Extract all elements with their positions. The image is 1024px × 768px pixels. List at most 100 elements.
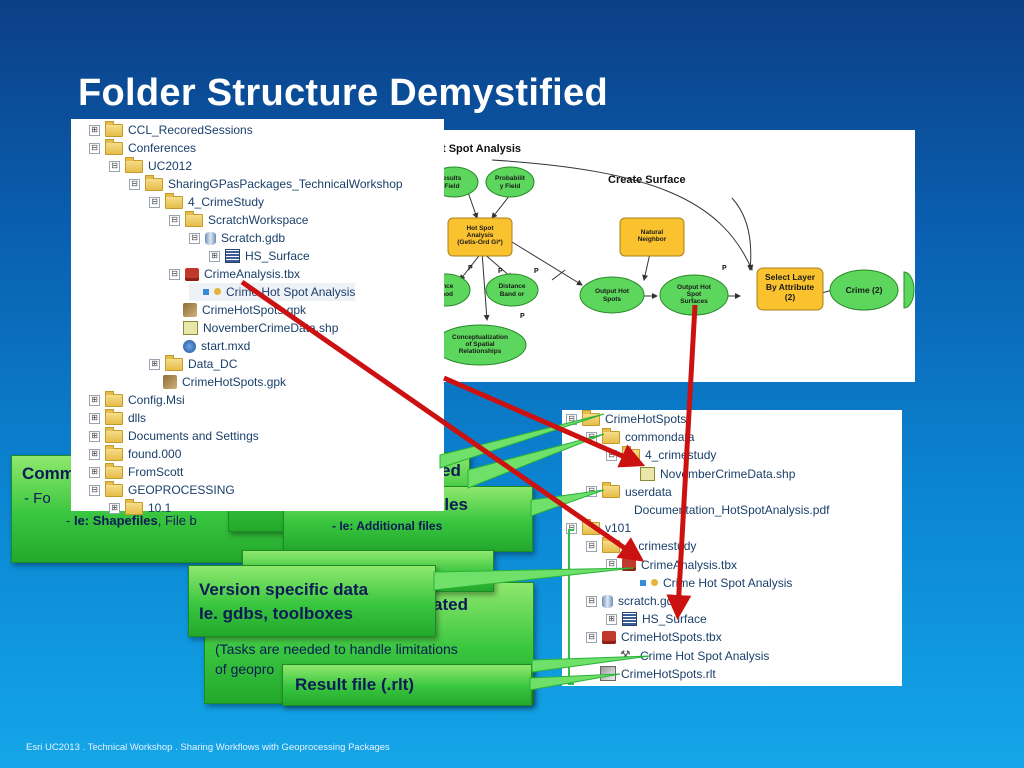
collapse-icon[interactable]: ⊟	[586, 431, 597, 443]
tree-item[interactable]: Documentation_HotSpotAnalysis.pdf	[606, 501, 829, 519]
tree-item[interactable]: CrimeHotSpots.gpk	[149, 373, 286, 391]
model-icon	[640, 578, 658, 588]
tree-item[interactable]: ⊟4_crimestudy	[586, 536, 696, 555]
collapse-icon[interactable]: ⊟	[606, 559, 617, 571]
tree-item-label: Conferences	[128, 141, 197, 155]
surfaces-label-3: Surfaces	[680, 298, 708, 305]
tree-item-label: Crime Hot Spot Analysis	[226, 285, 356, 299]
tree-item[interactable]: ⊞FromScott	[89, 462, 183, 481]
expand-icon[interactable]: ⊞	[209, 250, 220, 262]
tree-item[interactable]: ⊟GEOPROCESSING	[89, 480, 235, 499]
collapse-icon[interactable]: ⊟	[586, 540, 597, 552]
expand-icon[interactable]: ⊞	[89, 412, 100, 424]
folder-icon	[105, 426, 123, 443]
probability-field-label-1: Probabilit	[495, 175, 526, 182]
collapse-icon[interactable]: ⊟	[586, 631, 597, 643]
tree-item-label: v101	[605, 521, 632, 536]
tree-item[interactable]: ⊞dlls	[89, 408, 146, 427]
tree-item-label: scratch.gdb	[618, 594, 681, 608]
tree-item[interactable]: ⊟userdata	[586, 482, 672, 501]
common-callout-bullet: - Fo	[24, 490, 51, 507]
tree-item[interactable]: ⊞Documents and Settings	[89, 426, 259, 445]
folder-icon	[582, 518, 600, 535]
tree-item[interactable]: CrimeHotSpots.rlt	[586, 665, 716, 683]
collapse-icon[interactable]: ⊟	[586, 486, 597, 498]
svg-text:Hot SpotAnalysis(Getis-Ord Gi*: Hot SpotAnalysis(Getis-Ord Gi*)	[457, 225, 503, 246]
expand-icon[interactable]: ⊞	[109, 502, 120, 514]
p-label: P	[498, 268, 503, 275]
folder-icon	[602, 427, 620, 444]
tree-item[interactable]: ⊟ Conferences	[89, 138, 197, 157]
tasks-callout-line1: (Tasks are needed to handle limitations	[215, 641, 458, 657]
tree-item[interactable]: ⊟ScratchWorkspace	[169, 210, 308, 229]
natural-neighbor-label-1: Natural	[641, 229, 664, 236]
collapse-icon[interactable]: ⊟	[606, 449, 617, 461]
collapse-icon[interactable]: ⊟	[586, 595, 597, 607]
tree-item[interactable]: ⊟CrimeHotSpots	[566, 409, 686, 428]
select-layer-label-1: Select Layer	[765, 272, 816, 282]
collapse-icon[interactable]: ⊟	[89, 484, 100, 496]
tree-item-label: start.mxd	[201, 339, 251, 353]
expand-icon[interactable]: ⊞	[89, 394, 100, 406]
tree-item[interactable]: ⊞10.1	[109, 498, 171, 517]
tree-item-label: found.000	[128, 447, 182, 461]
hot-spot-label-2: Analysis	[467, 232, 494, 239]
expand-icon[interactable]: ⊞	[89, 124, 100, 136]
tree-item[interactable]: ⊟4_crimestudy	[606, 445, 716, 464]
expand-icon[interactable]: ⊞	[89, 430, 100, 442]
expand-icon[interactable]: ⊞	[89, 466, 100, 478]
expand-icon[interactable]: ⊞	[606, 613, 617, 625]
tree-item[interactable]: ⊟ CrimeHotSpots.tbx	[586, 628, 722, 646]
tree-item[interactable]: ⊞CCL_RecoredSessions	[89, 120, 253, 139]
collapse-icon[interactable]: ⊟	[189, 232, 200, 244]
tree-item[interactable]: ⊟4_CrimeStudy	[149, 192, 264, 211]
tree-item[interactable]: ⊟ scratch.gdb	[586, 592, 680, 610]
tree-item[interactable]: ⊟SharingGPasPackages_TechnicalWorkshop	[129, 174, 403, 193]
collapse-icon[interactable]: ⊟	[566, 413, 577, 425]
create-surface-label: Create Surface	[608, 174, 686, 186]
distance-band-label-1: Distance	[498, 283, 525, 290]
shapefile-icon	[183, 321, 198, 335]
collapse-icon[interactable]: ⊟	[89, 142, 100, 154]
natural-neighbor-label-2: Neighbor	[638, 236, 667, 243]
tree-item[interactable]: Crime Hot Spot Analysis	[626, 574, 792, 592]
common-callout-sub: - Ie: Shapefiles, File b	[66, 513, 197, 528]
tree-item[interactable]: ⊞Data_DC	[149, 354, 237, 373]
tree-item[interactable]: Crime Hot Spot Analysis	[189, 283, 356, 301]
tree-item[interactable]: ⊟UC2012	[109, 156, 192, 175]
expand-icon[interactable]: ⊞	[89, 448, 100, 460]
tree-item[interactable]: ⊞ Config.Msi	[89, 390, 185, 409]
folder-icon	[105, 480, 123, 497]
tree-item[interactable]: start.mxd	[169, 337, 250, 355]
collapse-icon[interactable]: ⊟	[129, 178, 140, 190]
tree-item-label: CrimeHotSpots.tbx	[621, 630, 722, 645]
tree-item[interactable]: ⊟CrimeAnalysis.tbx	[169, 265, 300, 283]
spacer	[169, 324, 178, 333]
tree-item-label: commondata	[625, 430, 695, 445]
tree-item[interactable]: CrimeHotSpots.gpk	[169, 301, 306, 319]
expand-icon[interactable]: ⊞	[149, 358, 160, 370]
tree-item-label: Config.Msi	[128, 393, 185, 407]
tree-item[interactable]: ⊟CrimeAnalysis.tbx	[606, 556, 737, 574]
tree-item[interactable]: ⊟ commondata	[586, 427, 695, 446]
tree-item-label: NovemberCrimeData.shp	[660, 466, 796, 481]
result-callout-title: Result file (.rlt)	[295, 675, 415, 694]
shapefile-icon	[640, 466, 655, 481]
collapse-icon[interactable]: ⊟	[149, 196, 160, 208]
tree-item[interactable]: ⊟v101	[566, 518, 632, 537]
tree-item[interactable]: ⊟Scratch.gdb	[189, 229, 285, 247]
select-layer-node	[756, 267, 824, 311]
collapse-icon[interactable]: ⊟	[169, 214, 180, 226]
collapse-icon[interactable]: ⊟	[169, 268, 180, 280]
collapse-icon[interactable]: ⊟	[109, 160, 120, 172]
tree-item[interactable]: ⊞HS_Surface	[606, 610, 707, 628]
tree-item[interactable]: ⚒Crime Hot Spot Analysis	[606, 647, 769, 665]
tree-item[interactable]: ⊞HS_Surface	[209, 247, 310, 265]
tree-item[interactable]: NovemberCrimeData.shp	[169, 319, 338, 337]
tree-item[interactable]: ⊞ found.000	[89, 444, 182, 463]
tree-item[interactable]: NovemberCrimeData.shp	[626, 465, 795, 483]
